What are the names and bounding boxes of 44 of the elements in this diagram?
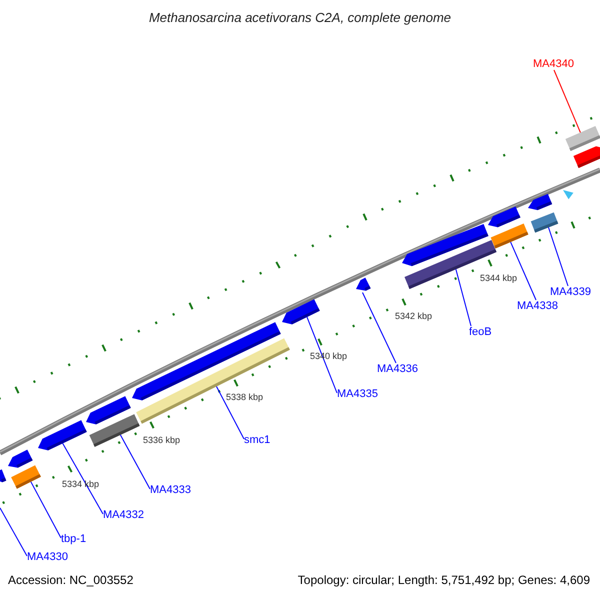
gene-feature (488, 206, 520, 228)
leader-line (30, 481, 62, 538)
gene-label: tbp-1 (61, 533, 86, 546)
leader-line (120, 434, 150, 490)
leader-line (362, 292, 396, 364)
leader-line (306, 316, 338, 394)
gene-feature (356, 278, 371, 291)
leader-line (62, 442, 104, 514)
gene-label: MA4339 (550, 286, 591, 299)
gene-label: MA4330 (27, 551, 68, 564)
scale-label: 5336 kbp (143, 435, 180, 446)
scale-label: 5338 kbp (226, 392, 264, 402)
gene-bar (565, 126, 600, 151)
leader-line (0, 507, 28, 556)
leader-line (216, 386, 244, 440)
gene-bar (530, 212, 558, 233)
gene-bar (490, 224, 528, 248)
gene-bar (89, 414, 140, 447)
scale-label: 5344 kbp (480, 273, 518, 284)
gene-feature (528, 194, 552, 210)
gene-marker (563, 190, 574, 200)
gene-bar (11, 465, 41, 489)
footer-text: Accession: NC_003552 (8, 574, 134, 588)
gene-label: MA4333 (150, 484, 191, 497)
scale-label: 5342 kbp (395, 311, 432, 322)
diagram-title: Methanosarcina acetivorans C2A, complete genome (148, 10, 452, 25)
gene-label: MA4338 (517, 300, 558, 313)
gene-feature (282, 299, 320, 324)
gene-label: MA4332 (103, 509, 144, 522)
leader-line (548, 226, 568, 286)
gene-label: MA4340 (533, 58, 574, 71)
leader-line (510, 242, 536, 300)
gene-label: smc1 (244, 434, 270, 447)
gene-label: feoB (469, 326, 492, 339)
gene-feature (573, 146, 600, 168)
gene-feature (8, 450, 33, 468)
gene-feature (132, 322, 281, 400)
footer-text: Topology: circular; Length: 5,751,492 bp; Genes: 4,609 (298, 574, 590, 588)
leader-line (554, 70, 581, 133)
gene-label: MA4336 (377, 363, 418, 376)
gene-label: MA4335 (337, 388, 378, 401)
leader-line (455, 268, 472, 326)
gene-feature (0, 469, 6, 482)
gene-feature (38, 420, 87, 450)
